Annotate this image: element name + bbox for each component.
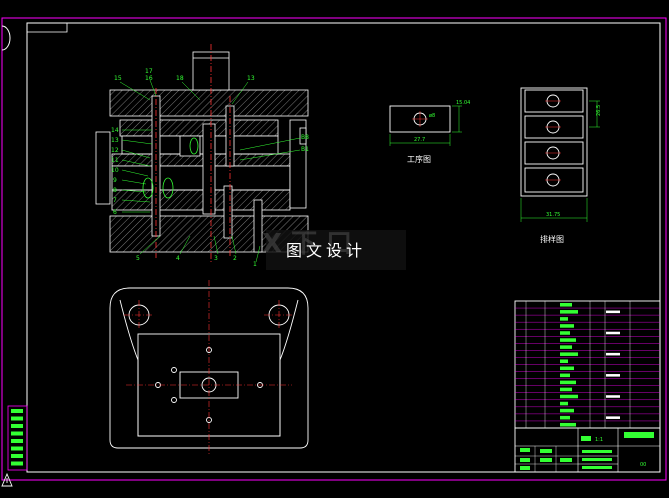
- part-label: 5: [136, 255, 140, 262]
- table-cell-mark: [560, 387, 572, 392]
- table-cell-mark: [560, 345, 572, 349]
- part-label: B1: [301, 146, 309, 153]
- margin-cell-mark: [11, 461, 23, 466]
- table-cell-mark: [560, 380, 576, 385]
- table-cell-mark: [606, 374, 620, 377]
- part-label: 13: [247, 75, 255, 82]
- margin-revision-table: [7, 405, 28, 471]
- process-drawing-caption: 工序图: [407, 154, 431, 164]
- bottom-part-labels: 5 4 3 2 1: [136, 255, 257, 268]
- table-cell-mark: [606, 416, 620, 419]
- part-label: 16: [145, 75, 153, 82]
- part-label: 12: [111, 147, 119, 154]
- outer-frame: [1, 17, 667, 481]
- leader-lines: [119, 79, 301, 263]
- margin-cell-mark: [11, 439, 23, 443]
- table-cell-mark: [560, 422, 576, 427]
- table-cell-mark: [560, 352, 578, 356]
- margin-cell-mark: [11, 446, 23, 451]
- table-cell-mark: [606, 310, 620, 314]
- part-label: 14: [111, 127, 119, 134]
- part-label: 2: [233, 255, 237, 262]
- part-label: 3: [214, 255, 218, 262]
- part-label: 1: [253, 261, 257, 268]
- parts-list-rows: [515, 301, 660, 428]
- margin-cell-mark: [11, 431, 23, 436]
- table-cell-mark: [560, 373, 570, 378]
- part-width-dimension: 27.7: [414, 137, 425, 143]
- part-label: B8: [301, 134, 309, 141]
- warning-triangle-icon: [1, 472, 13, 487]
- layout-drawing-caption: 排样图: [540, 234, 564, 244]
- strip-pitch-dimension: 26.5: [596, 105, 602, 116]
- table-cell-mark: [560, 303, 572, 307]
- right-part-labels: B8 B1: [301, 134, 309, 153]
- table-cell-mark: [560, 338, 576, 342]
- part-label: 13: [111, 137, 119, 144]
- strip-layout: 31.75 26.5 排样图: [520, 87, 602, 244]
- process-drawing: ø8 27.7 15.04 工序图: [389, 100, 470, 164]
- table-cell-mark: [560, 317, 568, 321]
- table-cell-mark: [560, 415, 570, 420]
- table-cell-mark: [606, 331, 620, 335]
- part-label: 18: [176, 75, 184, 82]
- plan-centerlines: [124, 280, 294, 456]
- table-cell-mark: [606, 352, 620, 356]
- die-section-view: [95, 44, 309, 262]
- part-label: 15: [114, 75, 122, 82]
- left-part-labels: 15 14 13 12 11 10 9 8 7 6: [111, 75, 122, 216]
- table-cell-mark: [560, 324, 574, 328]
- table-cell-mark: [560, 394, 578, 399]
- left-arc: [1, 25, 11, 51]
- part-label: 6: [113, 209, 117, 216]
- margin-cell-mark: [11, 409, 23, 413]
- inner-frame: [26, 22, 661, 473]
- title-code: 00: [640, 462, 646, 468]
- table-cell-mark: [560, 331, 570, 335]
- part-hole-dimension: ø8: [429, 113, 435, 119]
- title-block: 1:1 00: [514, 427, 661, 473]
- part-label: 9: [113, 177, 117, 184]
- top-part-labels: 17 16 18 13: [145, 68, 255, 82]
- strip-width-dimension: 31.75: [546, 212, 560, 218]
- title-scale: 1:1: [595, 437, 603, 443]
- table-cell-mark: [560, 359, 568, 363]
- part-label: 11: [111, 157, 119, 164]
- svg-text:X 下 口: X 下 口: [262, 229, 352, 259]
- margin-cell-mark: [11, 424, 23, 428]
- corner-tab: [27, 22, 68, 33]
- watermark-text: 图文设计: [286, 241, 366, 260]
- table-cell-mark: [560, 401, 568, 406]
- table-cell-mark: [560, 310, 578, 314]
- table-cell-mark: [560, 408, 574, 413]
- table-cell-mark: [560, 366, 574, 371]
- part-label: 8: [113, 187, 117, 194]
- part-label: 4: [176, 255, 180, 262]
- table-cell-mark: [606, 395, 620, 398]
- part-label: 7: [113, 197, 117, 204]
- part-label: 17: [145, 68, 153, 75]
- margin-cell-mark: [11, 454, 23, 458]
- part-label: 10: [111, 167, 119, 174]
- margin-cell-mark: [11, 416, 23, 421]
- watermark: X 下 口 图文设计: [262, 229, 406, 270]
- parts-list-table: [514, 300, 661, 429]
- part-height-dimension: 15.04: [456, 100, 470, 106]
